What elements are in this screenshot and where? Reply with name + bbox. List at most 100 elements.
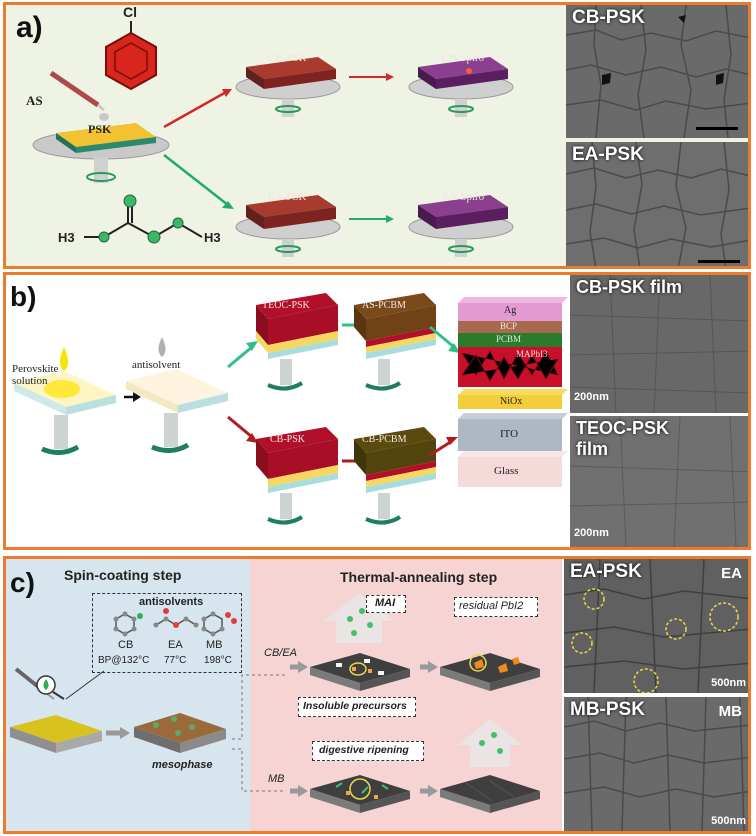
panel-b-tag: b) xyxy=(10,281,37,312)
stack-layer-mapbi3: MAPbI3 xyxy=(516,349,548,359)
panel-b-schematic xyxy=(14,293,568,525)
panel-a-schematic xyxy=(32,21,514,257)
antisolvent-substrate xyxy=(126,337,228,453)
thermal-annealing-title: Thermal-annealing step xyxy=(340,569,498,585)
mesophase-label: mesophase xyxy=(152,759,213,771)
scale-bar-label: 200nm xyxy=(574,391,609,403)
solvent-bp-cb: BP@132°C xyxy=(98,655,150,666)
solvent-bp-mb: 198°C xyxy=(204,655,232,666)
ethyl-acetate-structure xyxy=(84,194,203,244)
cb-psk-slab xyxy=(256,427,338,525)
mai-release-arrow xyxy=(324,593,394,643)
insoluble-box: Insoluble precursors xyxy=(298,697,416,717)
scale-bar-label: 500nm xyxy=(711,677,746,689)
sem-inset-mb: MB xyxy=(718,703,742,720)
sem-image-mb-psk: MB-PSK MB 500nm xyxy=(564,697,748,831)
panel-c: c) Spin-coating step Thermal-annealing s… xyxy=(3,556,751,834)
cb-molecule-icon xyxy=(113,611,143,637)
ea-spiro-label: EA-Spiro xyxy=(442,191,485,203)
ea-molecule-icon xyxy=(153,608,199,628)
perovskite-substrate xyxy=(14,347,116,455)
mb-final-film xyxy=(440,775,540,813)
scale-bar-label: 200nm xyxy=(574,527,609,539)
psk-substrate xyxy=(32,123,170,183)
stack-layer-ag: Ag xyxy=(504,305,517,316)
chlorobenzene-icon xyxy=(105,21,157,91)
digestive-label: digestive ripening xyxy=(319,744,409,756)
sem-label-ea-psk: EA-PSK xyxy=(572,144,644,165)
sem-inset-ea: EA xyxy=(721,565,742,582)
grain-texture xyxy=(566,142,748,266)
solvent-name-cb: CB xyxy=(118,639,134,651)
mai-label: MAI xyxy=(375,597,396,609)
sem-image-ea-psk: EA-PSK xyxy=(566,142,748,266)
arrow-to-ea-psk xyxy=(163,154,229,206)
mb-release-arrow xyxy=(458,719,522,767)
panel-c-tag: c) xyxy=(10,567,35,598)
antisolvents-title: antisolvents xyxy=(139,596,204,608)
cb-spiro-label: CB-Spiro xyxy=(442,52,485,64)
cb-ea-film xyxy=(310,653,410,691)
arrow-down-red xyxy=(227,415,253,439)
chlorine-label: Cl xyxy=(123,4,137,20)
mesophase-substrate xyxy=(134,713,226,753)
dropper-icon xyxy=(49,70,109,121)
digestive-box: digestive ripening xyxy=(312,741,424,761)
antisolvent-label: antisolvent xyxy=(132,359,181,371)
solvent-bp-ea: 77°C xyxy=(164,655,187,666)
sem-label-cb-psk-film: CB-PSK film xyxy=(576,277,683,297)
stack-layer-glass: Glass xyxy=(494,465,519,477)
device-stack xyxy=(458,297,568,487)
sem-label-cb-psk: CB-PSK xyxy=(572,7,645,28)
solvent-name-mb: MB xyxy=(206,639,223,651)
residual-pbi2-film xyxy=(440,653,540,691)
as-pcbm-slab xyxy=(354,293,436,391)
mai-box: MAI xyxy=(366,595,406,613)
mb-molecule-icon xyxy=(201,611,237,637)
sem-image-ea-psk: EA-PSK EA 500nm xyxy=(564,559,748,693)
antisolvent-label: AS xyxy=(26,93,43,108)
mb-label: MB xyxy=(268,773,285,785)
residual-label: residual PbI2 xyxy=(459,600,524,612)
cb-psk-label: CB-PSK xyxy=(268,52,307,64)
panel-a: a) xyxy=(3,2,751,269)
magnifier-icon xyxy=(36,675,65,700)
stack-layer-ito: ITO xyxy=(500,428,519,440)
teoc-psk-slab xyxy=(256,293,338,391)
sem-label-mb-psk: MB-PSK xyxy=(570,699,645,720)
antisolvents-box: antisolvents xyxy=(92,593,242,673)
mb-film xyxy=(310,775,410,813)
cb-ea-label: CB/EA xyxy=(264,647,298,659)
cb-pcbm-label: CB-PCBM xyxy=(362,434,407,445)
grain-texture xyxy=(566,5,748,138)
stack-layer-pcbm: PCBM xyxy=(496,334,522,344)
spin-coating-section xyxy=(6,559,250,831)
ea-psk-label: EA-PSK xyxy=(268,191,307,203)
cb-psk-slab xyxy=(235,57,341,117)
sem-image-cb-psk: CB-PSK xyxy=(566,5,748,138)
sem-image-cb-psk-film: CB-PSK film 200nm xyxy=(570,275,748,413)
grain-texture xyxy=(564,559,748,693)
sem-label-teoc-psk-film: TEOC-PSK film xyxy=(576,418,670,459)
ea-spiro-slab xyxy=(408,195,514,257)
panel-b: b) xyxy=(3,272,751,550)
scale-bar-label: 500nm xyxy=(711,815,746,827)
yellow-film-substrate xyxy=(10,715,102,753)
cb-psk-label: CB-PSK xyxy=(270,434,306,445)
insoluble-label: Insoluble precursors xyxy=(303,700,407,712)
h3-right-label: H3 xyxy=(204,230,221,245)
cb-pcbm-slab xyxy=(354,427,436,525)
solvent-name-ea: EA xyxy=(168,639,183,651)
sem-label-ea-psk: EA-PSK xyxy=(570,561,642,582)
as-pcbm-label: AS-PCBM xyxy=(362,300,406,311)
ea-psk-slab xyxy=(235,195,341,257)
h3-left-label: H3 xyxy=(58,230,75,245)
cb-spiro-slab xyxy=(408,57,514,117)
stack-layer-niox: NiOx xyxy=(500,396,523,407)
teoc-psk-label: TEOC-PSK xyxy=(262,300,310,311)
panel-a-tag: a) xyxy=(16,11,43,44)
stack-layer-bcp: BCP xyxy=(500,321,518,331)
arrow-to-cb-psk xyxy=(163,89,229,129)
arrow-up-green xyxy=(227,345,253,369)
grain-texture xyxy=(570,275,748,413)
